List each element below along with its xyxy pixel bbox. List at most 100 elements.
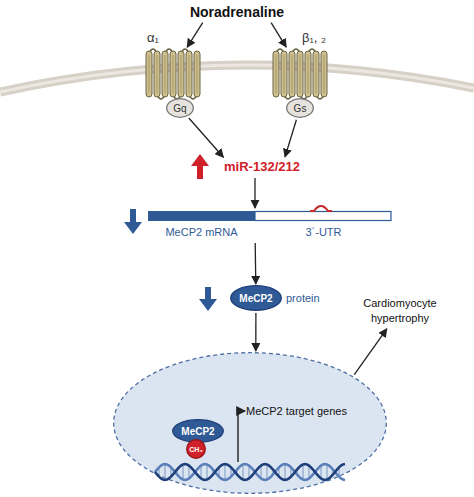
helix-stripe	[173, 55, 174, 93]
base-pair	[338, 467, 339, 476]
transmembrane-helix	[297, 51, 303, 97]
cell-membrane	[0, 65, 474, 92]
coding-region-bar	[148, 211, 255, 221]
node-label: MeCP2 mRNA	[148, 225, 255, 239]
down-arrow-shaft	[205, 287, 211, 301]
diagram-node: MeCP2 target genesMeCP2CH₃	[113, 352, 387, 494]
down-arrow-shaft	[130, 209, 136, 224]
base-pair	[308, 466, 309, 479]
down-arrow-head	[124, 222, 142, 234]
arrow-connector	[271, 23, 286, 47]
node-label: Noradrenaline	[182, 3, 292, 21]
base-pair	[188, 466, 189, 479]
base-pair	[320, 466, 321, 479]
diagram-node: Gq	[166, 98, 194, 118]
transmembrane-helix	[154, 51, 160, 97]
transmembrane-helix	[289, 51, 295, 97]
transmembrane-helix	[170, 51, 176, 97]
transmembrane-helix	[313, 51, 319, 97]
transcription-arrow	[238, 411, 245, 462]
helix-stripe	[197, 55, 198, 93]
dna-strand	[155, 464, 345, 480]
base-pair	[230, 467, 231, 476]
base-pair	[272, 470, 273, 475]
node-label: α₁	[147, 30, 159, 46]
base-pair	[200, 466, 201, 479]
methyl-circle	[187, 440, 206, 459]
arrow-connector	[255, 243, 257, 284]
transmembrane-helix	[178, 51, 184, 97]
helix-stripe	[284, 55, 285, 93]
base-pair	[266, 464, 267, 479]
node-label: CH₃	[186, 439, 206, 459]
base-pair	[260, 466, 261, 479]
protein-ellipse	[231, 286, 282, 311]
node-shape	[113, 352, 387, 494]
base-pair	[296, 470, 297, 475]
base-pair	[242, 464, 243, 479]
base-pair	[182, 464, 183, 479]
protein-ellipse	[173, 420, 224, 443]
node-shape	[272, 48, 328, 100]
g-protein-shape	[167, 99, 194, 118]
base-pair	[302, 464, 303, 479]
up-arrow-shaft	[197, 164, 203, 179]
transmembrane-helix	[146, 51, 152, 97]
cell-membrane-inner	[0, 65, 474, 92]
arrow-connector	[254, 178, 255, 208]
node-label: Gs	[286, 98, 314, 118]
helix-stripe	[300, 55, 301, 93]
transmembrane-helix	[194, 51, 200, 97]
down-arrow	[199, 287, 217, 311]
node-label: 3´-UTR	[255, 225, 392, 239]
base-pair	[176, 470, 177, 475]
arrow-connector	[285, 120, 296, 157]
node-label: Cardiomyocyte hypertrophy	[348, 296, 452, 326]
helix-stripe	[149, 55, 150, 93]
diagram-node: α₁	[145, 48, 201, 100]
node-label: β₁, ₂	[302, 30, 326, 46]
helix-stripe	[308, 55, 309, 93]
helix-stripe	[276, 55, 277, 93]
transmembrane-helix	[162, 51, 168, 97]
utr-bar	[255, 212, 391, 221]
helix-stripe	[165, 55, 166, 93]
diagram-node: Gs	[286, 98, 314, 118]
arrow-connector	[354, 329, 387, 375]
nucleus-ellipse	[114, 353, 387, 494]
transmembrane-helix	[186, 51, 192, 97]
base-pair	[224, 464, 225, 480]
base-pair	[164, 464, 165, 480]
g-protein-shape	[287, 99, 314, 118]
arrow-connector	[187, 23, 203, 48]
transmembrane-helix	[281, 51, 287, 97]
dna-strand	[155, 464, 345, 480]
helix-stripe	[324, 55, 325, 93]
helix-stripe	[181, 55, 182, 93]
diagram-node: MeCP2 mRNA3´-UTR	[148, 209, 392, 241]
helix-stripe	[189, 55, 190, 93]
diagram-node: miR-132/212	[212, 158, 312, 176]
base-pair	[236, 470, 237, 475]
dna-helix	[155, 464, 345, 480]
node-label: MeCP2 target genes	[246, 404, 347, 418]
base-pair	[290, 467, 291, 476]
helix-stripe	[292, 55, 293, 93]
node-label: Gq	[166, 98, 194, 118]
node-label: MeCP2	[230, 285, 282, 311]
diagram-node: β₁, ₂	[272, 48, 328, 100]
diagram-node: MeCP2protein	[230, 285, 282, 311]
node-label: miR-132/212	[212, 158, 312, 176]
up-arrow	[191, 154, 209, 179]
arrow-connector	[189, 118, 224, 157]
base-pair	[218, 467, 219, 476]
transmembrane-helix	[321, 51, 327, 97]
base-pair	[170, 467, 171, 476]
diagram-node: CH₃	[186, 439, 206, 459]
base-pair	[248, 466, 249, 479]
node-shape	[145, 48, 201, 100]
base-pair	[206, 464, 207, 479]
diagram-node: Noradrenaline	[182, 3, 292, 21]
node-label: protein	[286, 291, 320, 305]
